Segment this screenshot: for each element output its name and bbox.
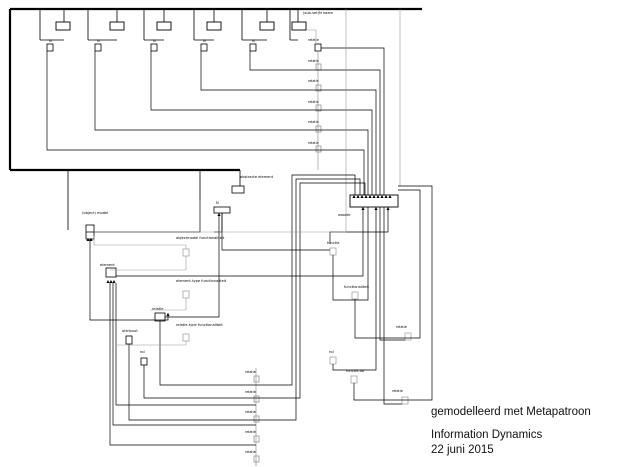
top-connectors	[46, 47, 385, 195]
top-class-box	[109, 21, 125, 31]
role-label: rol	[140, 350, 145, 354]
caption-company: Information Dynamics	[431, 429, 543, 441]
function-label: functie	[327, 241, 340, 245]
relatie-stack-bottom: relatie relatie relatie relatie relatie	[245, 370, 256, 454]
abstract-element-label: abstracte element	[240, 175, 274, 179]
svg-text:relatie: relatie	[245, 450, 256, 454]
svg-text:relatie: relatie	[245, 370, 256, 374]
context-bars	[8, 7, 422, 172]
subset-name-label: (sub-set)N naam	[303, 11, 334, 15]
object-model-label: (object) model	[82, 211, 108, 215]
top-class-box	[206, 21, 222, 31]
top-n-labels: N N N N N	[49, 39, 255, 43]
relatie-stack-top-squares	[315, 63, 322, 153]
svg-text:relatie: relatie	[245, 430, 256, 434]
top-class-box	[55, 21, 71, 31]
svg-text:relatie: relatie	[308, 79, 319, 83]
relatie-stack-bottom-squares	[253, 375, 260, 463]
top-class-box	[291, 21, 307, 31]
n-label: N	[252, 39, 255, 43]
top-connectors-gray	[345, 9, 401, 195]
functionality-label: functionaliteit	[344, 285, 369, 289]
n-label: N	[49, 39, 52, 43]
relation-functionality-label: relatie-type functionaliteit	[176, 323, 223, 327]
rol-right-label: rol	[329, 350, 334, 354]
waarde-label: waarde	[338, 213, 351, 217]
top-class-box	[156, 21, 172, 31]
relation-label: relatie	[152, 307, 164, 311]
objectmodel-functionality-label: objectmodel functionaliteit	[176, 236, 225, 240]
n-label: N	[203, 39, 206, 43]
top-node-squares	[46, 43, 322, 52]
n-label: N	[153, 39, 156, 43]
lower-arrowheads	[166, 207, 390, 316]
relatie-stack-top: relatie relatie relatie relatie relatie …	[308, 38, 319, 145]
function-role-label: functie-rol	[346, 369, 364, 373]
lower-connectors-gray	[93, 29, 347, 466]
attribute-label: attribuut	[122, 329, 138, 333]
n-label: N	[216, 201, 219, 205]
svg-text:relatie: relatie	[308, 120, 319, 124]
svg-text:relatie: relatie	[308, 59, 319, 63]
svg-text:relatie: relatie	[245, 410, 256, 414]
top-class-box	[259, 21, 275, 31]
top-node-stubs	[39, 9, 299, 41]
lower-connectors	[86, 174, 433, 446]
top-class-boxes	[55, 21, 307, 31]
svg-text:relatie: relatie	[308, 141, 319, 145]
svg-text:relatie: relatie	[396, 325, 407, 329]
n-label: N	[97, 39, 100, 43]
svg-text:relatie: relatie	[308, 38, 319, 42]
svg-text:relatie: relatie	[392, 389, 403, 393]
caption-modelled-with: gemodelleerd met Metapatroon	[431, 406, 591, 418]
element-label: element	[100, 263, 115, 267]
svg-text:relatie: relatie	[245, 390, 256, 394]
caption-date: 22 juni 2015	[431, 444, 494, 456]
element-functionality-label: element-type functionaliteit	[176, 279, 227, 283]
hub-arrows	[352, 195, 392, 198]
svg-text:relatie: relatie	[308, 100, 319, 104]
element-pane	[67, 170, 241, 230]
